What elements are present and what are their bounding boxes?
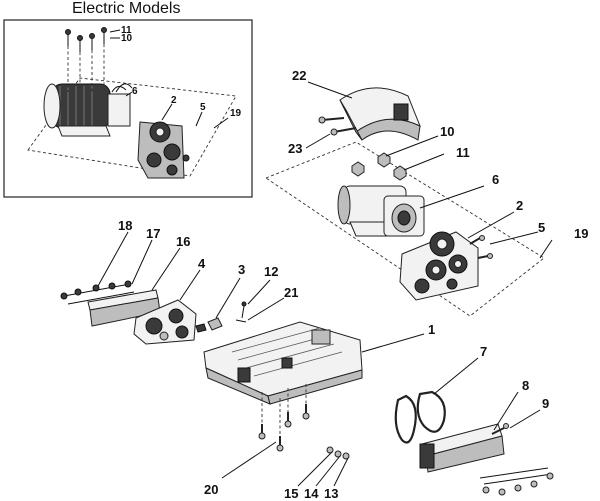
inset-callout-2: 2 — [171, 95, 177, 106]
callout-22: 22 — [292, 68, 306, 83]
callout-5: 5 — [538, 220, 545, 235]
callout-16: 16 — [176, 234, 190, 249]
mounting-rail-icon — [60, 280, 161, 327]
inset-box: 11 10 6 2 5 19 — [3, 19, 253, 198]
switch-parts-icon — [195, 301, 247, 333]
inset-screws-icon — [65, 27, 107, 96]
callout-3: 3 — [238, 262, 245, 277]
callout-19: 19 — [574, 226, 588, 241]
callout-4: 4 — [198, 256, 206, 271]
callout-6: 6 — [492, 172, 499, 187]
callout-15: 15 — [284, 486, 298, 501]
inset-gearbox-icon — [137, 121, 190, 179]
callout-10: 10 — [440, 124, 454, 139]
inset-callout-6: 6 — [132, 86, 138, 97]
inset-callout-10: 10 — [121, 33, 133, 44]
callout-numbers: 22 23 10 11 6 2 5 19 18 17 16 4 3 12 21 … — [118, 68, 588, 501]
inset-callouts: 11 10 6 2 5 19 — [109, 25, 242, 129]
inset-title: Electric Models — [72, 0, 181, 17]
callout-14: 14 — [304, 486, 319, 501]
callout-17: 17 — [146, 226, 160, 241]
inset-callout-11: 11 — [121, 25, 132, 36]
gear-screw-icon — [469, 235, 493, 259]
base-tray-icon — [203, 321, 363, 405]
callout-11: 11 — [456, 145, 470, 160]
callout-8: 8 — [522, 378, 529, 393]
callout-12: 12 — [264, 264, 278, 279]
callout-20: 20 — [204, 482, 218, 497]
callout-21: 21 — [284, 285, 298, 300]
callout-13: 13 — [324, 486, 338, 501]
callout-1: 1 — [428, 322, 435, 337]
callout-18: 18 — [118, 218, 132, 233]
base-screws-icon — [258, 384, 310, 452]
washers-icon — [326, 446, 350, 460]
motor-nuts-icon — [351, 152, 407, 181]
inset-motor-icon — [43, 83, 133, 137]
callout-leaders — [97, 81, 553, 487]
callout-9: 9 — [542, 396, 549, 411]
left-gear-plate-icon — [133, 299, 197, 345]
drive-belt-icon — [394, 390, 446, 444]
inset-callout-5: 5 — [200, 102, 206, 113]
callout-2: 2 — [516, 198, 523, 213]
electric-motor-icon — [337, 185, 425, 237]
cover-screws-icon — [318, 116, 357, 136]
gear-plate-icon — [399, 231, 479, 301]
right-rail-icon — [419, 423, 554, 496]
inset-callout-19: 19 — [230, 108, 242, 119]
callout-7: 7 — [480, 344, 487, 359]
callout-23: 23 — [288, 141, 302, 156]
motor-cover-icon — [339, 87, 421, 141]
